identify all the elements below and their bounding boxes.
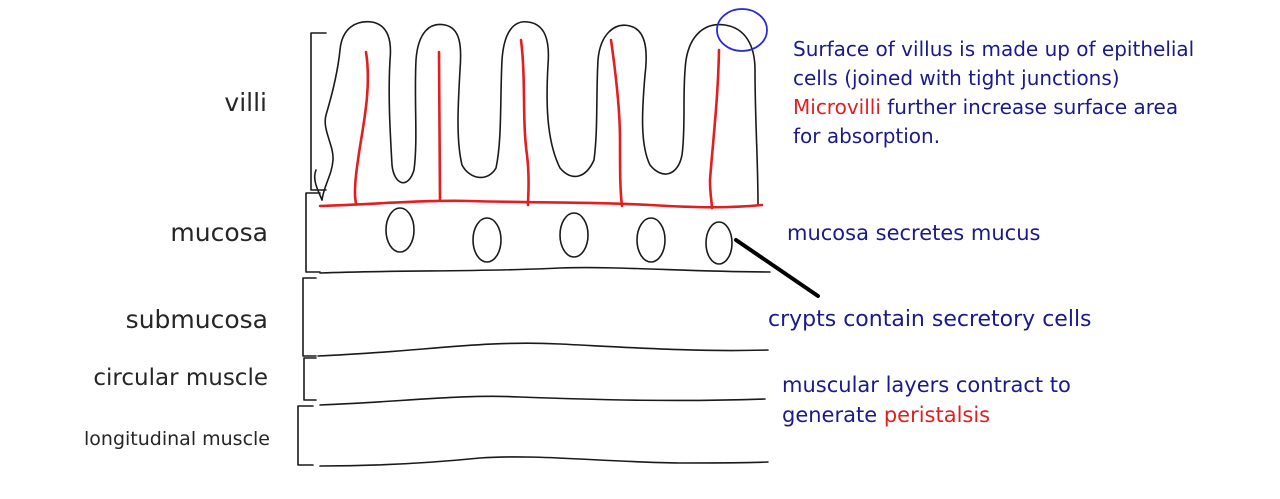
blood-vessel-villus-1	[353, 50, 370, 205]
boundary-circular-longitudinal	[319, 395, 766, 406]
boundary-bottom	[319, 456, 769, 467]
boundary-mucosa-submucosa	[319, 266, 771, 274]
label-villi: villi	[224, 88, 267, 117]
blood-vessel-base	[318, 199, 764, 209]
muscle-note-line-1: muscular layers contract to	[782, 373, 1071, 397]
microvilli-term: Microvilli	[793, 95, 881, 119]
blood-vessel-villus-3	[519, 38, 530, 207]
crypt-5	[705, 221, 733, 265]
blood-vessel-villus-5	[708, 48, 721, 210]
villus-note-line-1: Surface of villus is made up of epitheli…	[793, 37, 1195, 61]
bracket-circular	[303, 357, 317, 401]
label-circular-muscle: circular muscle	[93, 365, 268, 391]
crypts-note: crypts contain secretory cells	[768, 307, 1092, 332]
mucosa-note: mucosa secretes mucus	[787, 221, 1041, 245]
blood-vessel-villus-2	[437, 50, 442, 202]
bracket-longitudinal	[297, 405, 314, 466]
bracket-submucosa	[302, 277, 317, 357]
peristalsis-term: peristalsis	[883, 403, 991, 427]
villus-left-edge	[313, 169, 323, 201]
crypt-pointer-line	[734, 238, 820, 298]
villus-note-line-2: cells (joined with tight junctions)	[793, 66, 1120, 90]
crypt-2	[472, 217, 502, 263]
boundary-submucosa-circular	[317, 342, 769, 357]
villus-note: Surface of villus is made up of epitheli…	[793, 35, 1194, 151]
crypt-4	[636, 217, 666, 263]
villus-note-line-4: for absorption.	[793, 124, 941, 148]
blood-vessel-villus-4	[609, 38, 624, 208]
villus-note-line-3-rest: further increase surface area	[880, 95, 1179, 119]
muscle-note-line-2-prefix: generate	[782, 403, 884, 427]
bracket-villi	[310, 32, 327, 191]
label-mucosa: mucosa	[170, 218, 268, 247]
label-longitudinal-muscle: longitudinal muscle	[84, 428, 270, 450]
label-submucosa: submucosa	[125, 305, 268, 334]
muscle-note: muscular layers contract to generate per…	[782, 370, 1071, 430]
bracket-mucosa	[305, 192, 321, 273]
villus-tip-highlight-ring	[716, 8, 768, 52]
crypt-3	[559, 212, 589, 258]
villus-note-line-3: Microvilli further increase surface area	[793, 93, 1194, 122]
muscle-note-line-2: generate peristalsis	[782, 400, 1071, 430]
crypt-1	[385, 207, 415, 253]
villi-outline	[321, 20, 759, 206]
